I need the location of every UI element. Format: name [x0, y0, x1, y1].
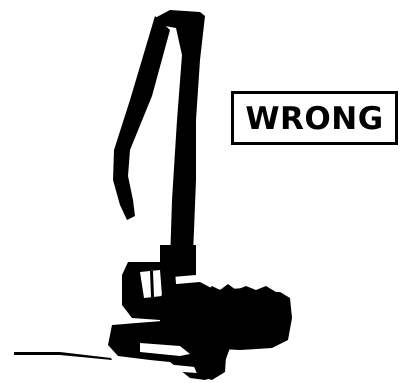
- wrong-label-box: WRONG: [231, 91, 398, 145]
- ground-line: [14, 352, 112, 360]
- wrong-label-text: WRONG: [245, 104, 383, 135]
- dipper-arm: [113, 16, 170, 220]
